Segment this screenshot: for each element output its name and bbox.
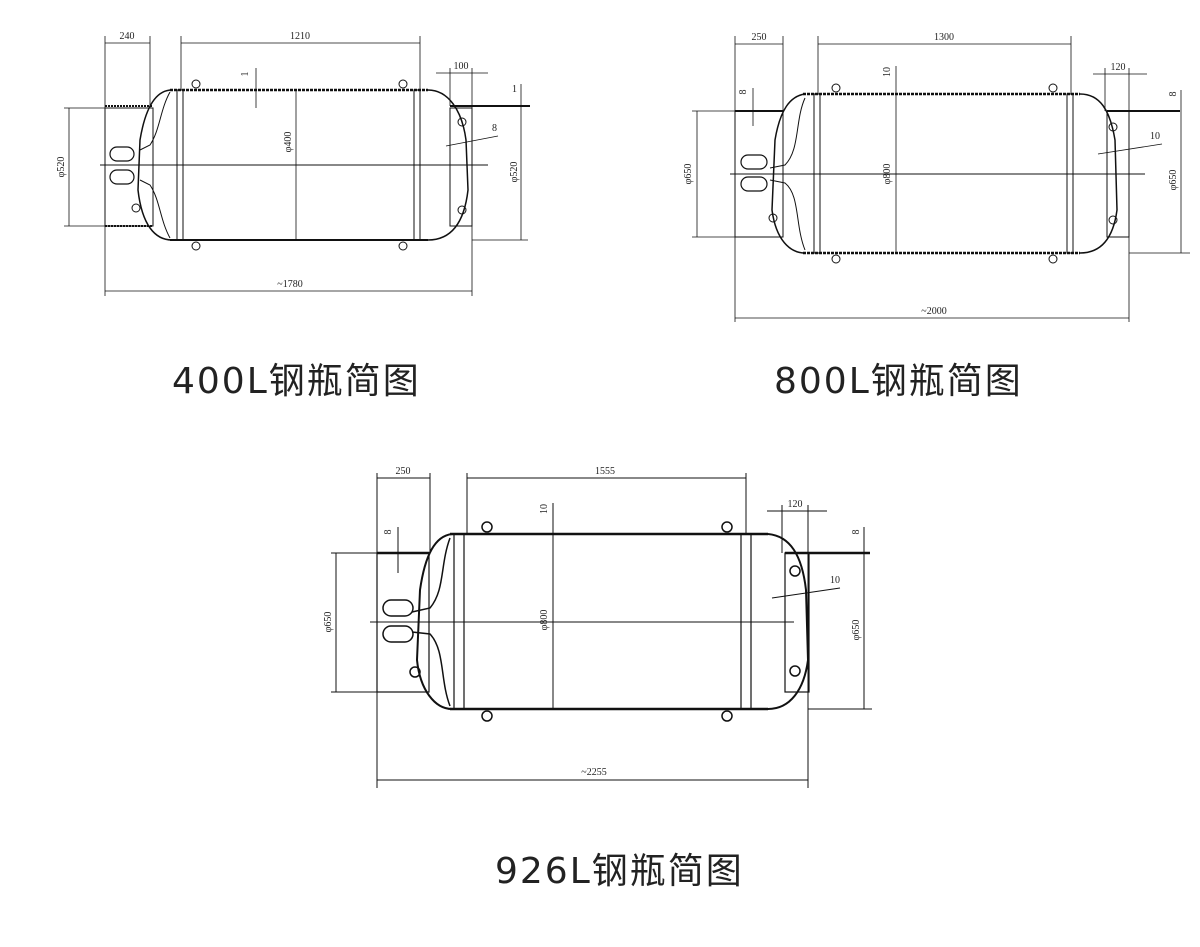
caption-800l: 800L钢瓶简图 <box>774 361 1023 402</box>
dim-skirt-left: 250 <box>752 32 767 43</box>
dim-skirt-right: 120 <box>788 499 803 510</box>
cylinder-926l-svg: 250 1555 120 10 φ800 8 φ650 8 φ650 10 ~2… <box>323 466 872 788</box>
dim-overall-length: ~2000 <box>921 306 946 317</box>
dim-skirt-thickness-right: 8 <box>1168 92 1179 97</box>
dim-right-wall: 1 <box>512 84 517 95</box>
cylinder-drawing-926l: 250 1555 120 10 φ800 8 φ650 8 φ650 10 ~2… <box>323 466 872 788</box>
dim-skirt-thickness-right: 8 <box>851 530 862 535</box>
dim-skirt-thickness-left: 8 <box>383 530 394 535</box>
dim-body-length: 1555 <box>595 466 615 477</box>
dim-overall-length: ~2255 <box>581 767 606 778</box>
dim-wall-top: 10 <box>539 504 550 514</box>
dim-head-thickness: 8 <box>492 123 497 134</box>
dim-skirt-left: 240 <box>120 31 135 42</box>
dim-wall-top: 10 <box>882 67 893 77</box>
dim-body-length: 1210 <box>290 31 310 42</box>
dim-right-diameter: φ650 <box>1168 170 1179 191</box>
dim-left-diameter: φ650 <box>683 164 694 185</box>
dim-overall-length: ~1780 <box>277 279 302 290</box>
dim-right-diameter: φ520 <box>509 162 520 183</box>
caption-400l: 400L钢瓶简图 <box>172 361 421 402</box>
dim-skirt-right: 100 <box>454 61 469 72</box>
dim-body-diameter: φ800 <box>882 164 893 185</box>
dim-skirt-thickness-left: 8 <box>738 90 749 95</box>
cylinder-800l-svg: 250 1300 120 10 φ800 8 φ650 8 φ650 10 ~2… <box>683 32 1190 322</box>
dim-right-diameter: φ650 <box>851 620 862 641</box>
dim-left-diameter: φ520 <box>56 157 67 178</box>
dim-head-thickness: 10 <box>830 575 840 586</box>
dim-body-diameter: φ400 <box>283 132 294 153</box>
caption-926l: 926L钢瓶简图 <box>495 851 744 892</box>
dim-body-diameter: φ800 <box>539 610 550 631</box>
dim-body-length: 1300 <box>934 32 954 43</box>
dim-left-diameter: φ650 <box>323 612 334 633</box>
cylinder-drawing-800l: 250 1300 120 10 φ800 8 φ650 8 φ650 10 ~2… <box>0 0 1200 330</box>
dim-wall-top: 1 <box>240 72 251 77</box>
dim-skirt-left: 250 <box>396 466 411 477</box>
cylinder-400l-svg: 240 1210 100 1 φ400 φ520 1 φ520 8 ~1780 <box>56 31 530 296</box>
dim-head-thickness: 10 <box>1150 131 1160 142</box>
dim-skirt-right: 120 <box>1111 62 1126 73</box>
cylinder-drawing-400l: 240 1210 100 1 φ400 φ520 1 φ520 8 ~1780 <box>0 0 560 320</box>
